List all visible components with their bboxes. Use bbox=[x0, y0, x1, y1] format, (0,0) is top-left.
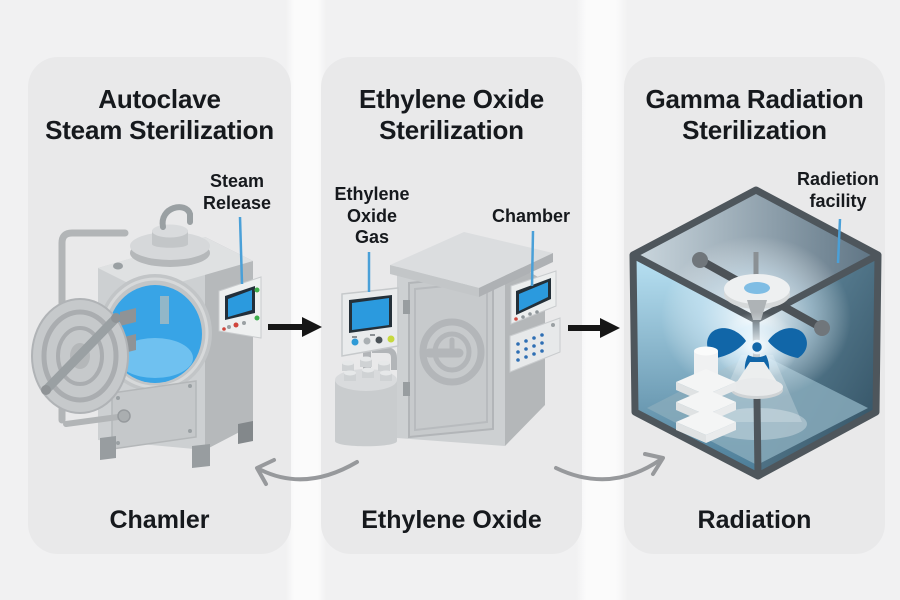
arrow-eto-to-gamma bbox=[568, 318, 620, 338]
annotation-steam-release: Steam Release bbox=[202, 171, 272, 213]
arrow-autoclave-to-eto bbox=[268, 317, 322, 337]
title-line: Autoclave bbox=[98, 84, 221, 114]
eto-tank-valves bbox=[342, 356, 392, 381]
facility-leader-line bbox=[836, 218, 842, 264]
annotation-radiation-facility: Radietion facility bbox=[796, 169, 879, 211]
eto-door bbox=[403, 273, 494, 439]
ethylene-oxide-illustration bbox=[335, 230, 561, 447]
autoclave-top-lid bbox=[130, 204, 210, 267]
panel-title-ethylene-oxide: Ethylene Oxide Sterilization bbox=[321, 84, 582, 146]
eto-keypad-panel bbox=[509, 317, 561, 373]
eto-side-monitor bbox=[510, 270, 557, 325]
title-line: Sterilization bbox=[379, 115, 524, 145]
flow-arrows bbox=[255, 317, 665, 486]
annotation-ethylene-oxide-gas: Ethylene Oxide Gas bbox=[334, 184, 410, 247]
autoclave-control-panel bbox=[218, 276, 262, 339]
annotation-chamber: Chamber bbox=[491, 206, 571, 226]
autoclave-pipe bbox=[58, 229, 129, 424]
radiation-trefoil-icon bbox=[707, 312, 807, 399]
eto-door-dial-icon bbox=[419, 318, 485, 386]
chamber-leader-line bbox=[530, 230, 535, 287]
title-line: Steam Sterilization bbox=[45, 115, 274, 145]
autoclave-door bbox=[31, 298, 136, 414]
eto-gas-monitor bbox=[341, 287, 399, 357]
panel-title-autoclave: Autoclave Steam Sterilization bbox=[28, 84, 291, 146]
autoclave-feet bbox=[100, 421, 253, 468]
curved-arrow-right bbox=[554, 452, 665, 482]
panel-title-gamma: Gamma Radiation Sterilization bbox=[624, 84, 885, 146]
eto-gas-tank bbox=[335, 347, 397, 447]
title-line: Sterilization bbox=[682, 115, 827, 145]
title-line: Gamma Radiation bbox=[645, 84, 864, 114]
title-line: Ethylene Oxide bbox=[358, 84, 545, 114]
autoclave-lower-panel bbox=[63, 380, 197, 450]
caption-radiation: Radiation bbox=[697, 506, 812, 534]
gamma-source-assembly bbox=[692, 252, 830, 336]
caption-ethylene-oxide: Ethylene Oxide bbox=[361, 506, 542, 534]
curved-arrow-left bbox=[255, 458, 359, 486]
gamma-illustration bbox=[629, 186, 882, 480]
steam-release-leader-line bbox=[238, 216, 244, 285]
eto-cabinet-lid bbox=[390, 232, 553, 297]
autoclave-illustration bbox=[31, 204, 262, 468]
caption-chamber: Chamler bbox=[109, 506, 210, 534]
gamma-product-stack bbox=[676, 346, 736, 443]
